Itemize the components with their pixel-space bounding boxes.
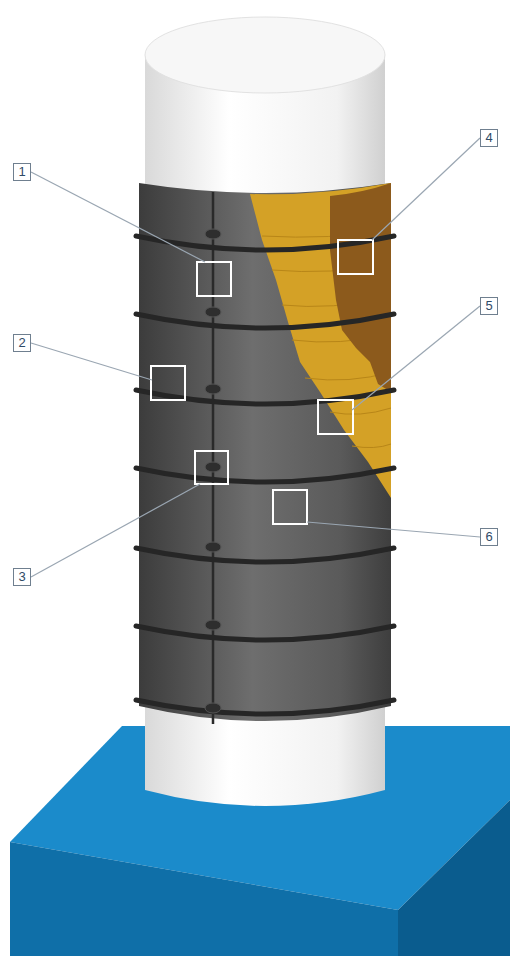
callout-number: 4 — [480, 129, 498, 147]
leader-lines — [31, 138, 480, 577]
callout-number: 2 — [13, 334, 31, 352]
callout-number: 5 — [480, 297, 498, 315]
jacket — [136, 183, 394, 724]
detail-frames — [151, 240, 373, 524]
callout-number: 6 — [480, 528, 498, 546]
callout-number: 1 — [13, 163, 31, 181]
callout-number: 3 — [13, 568, 31, 586]
